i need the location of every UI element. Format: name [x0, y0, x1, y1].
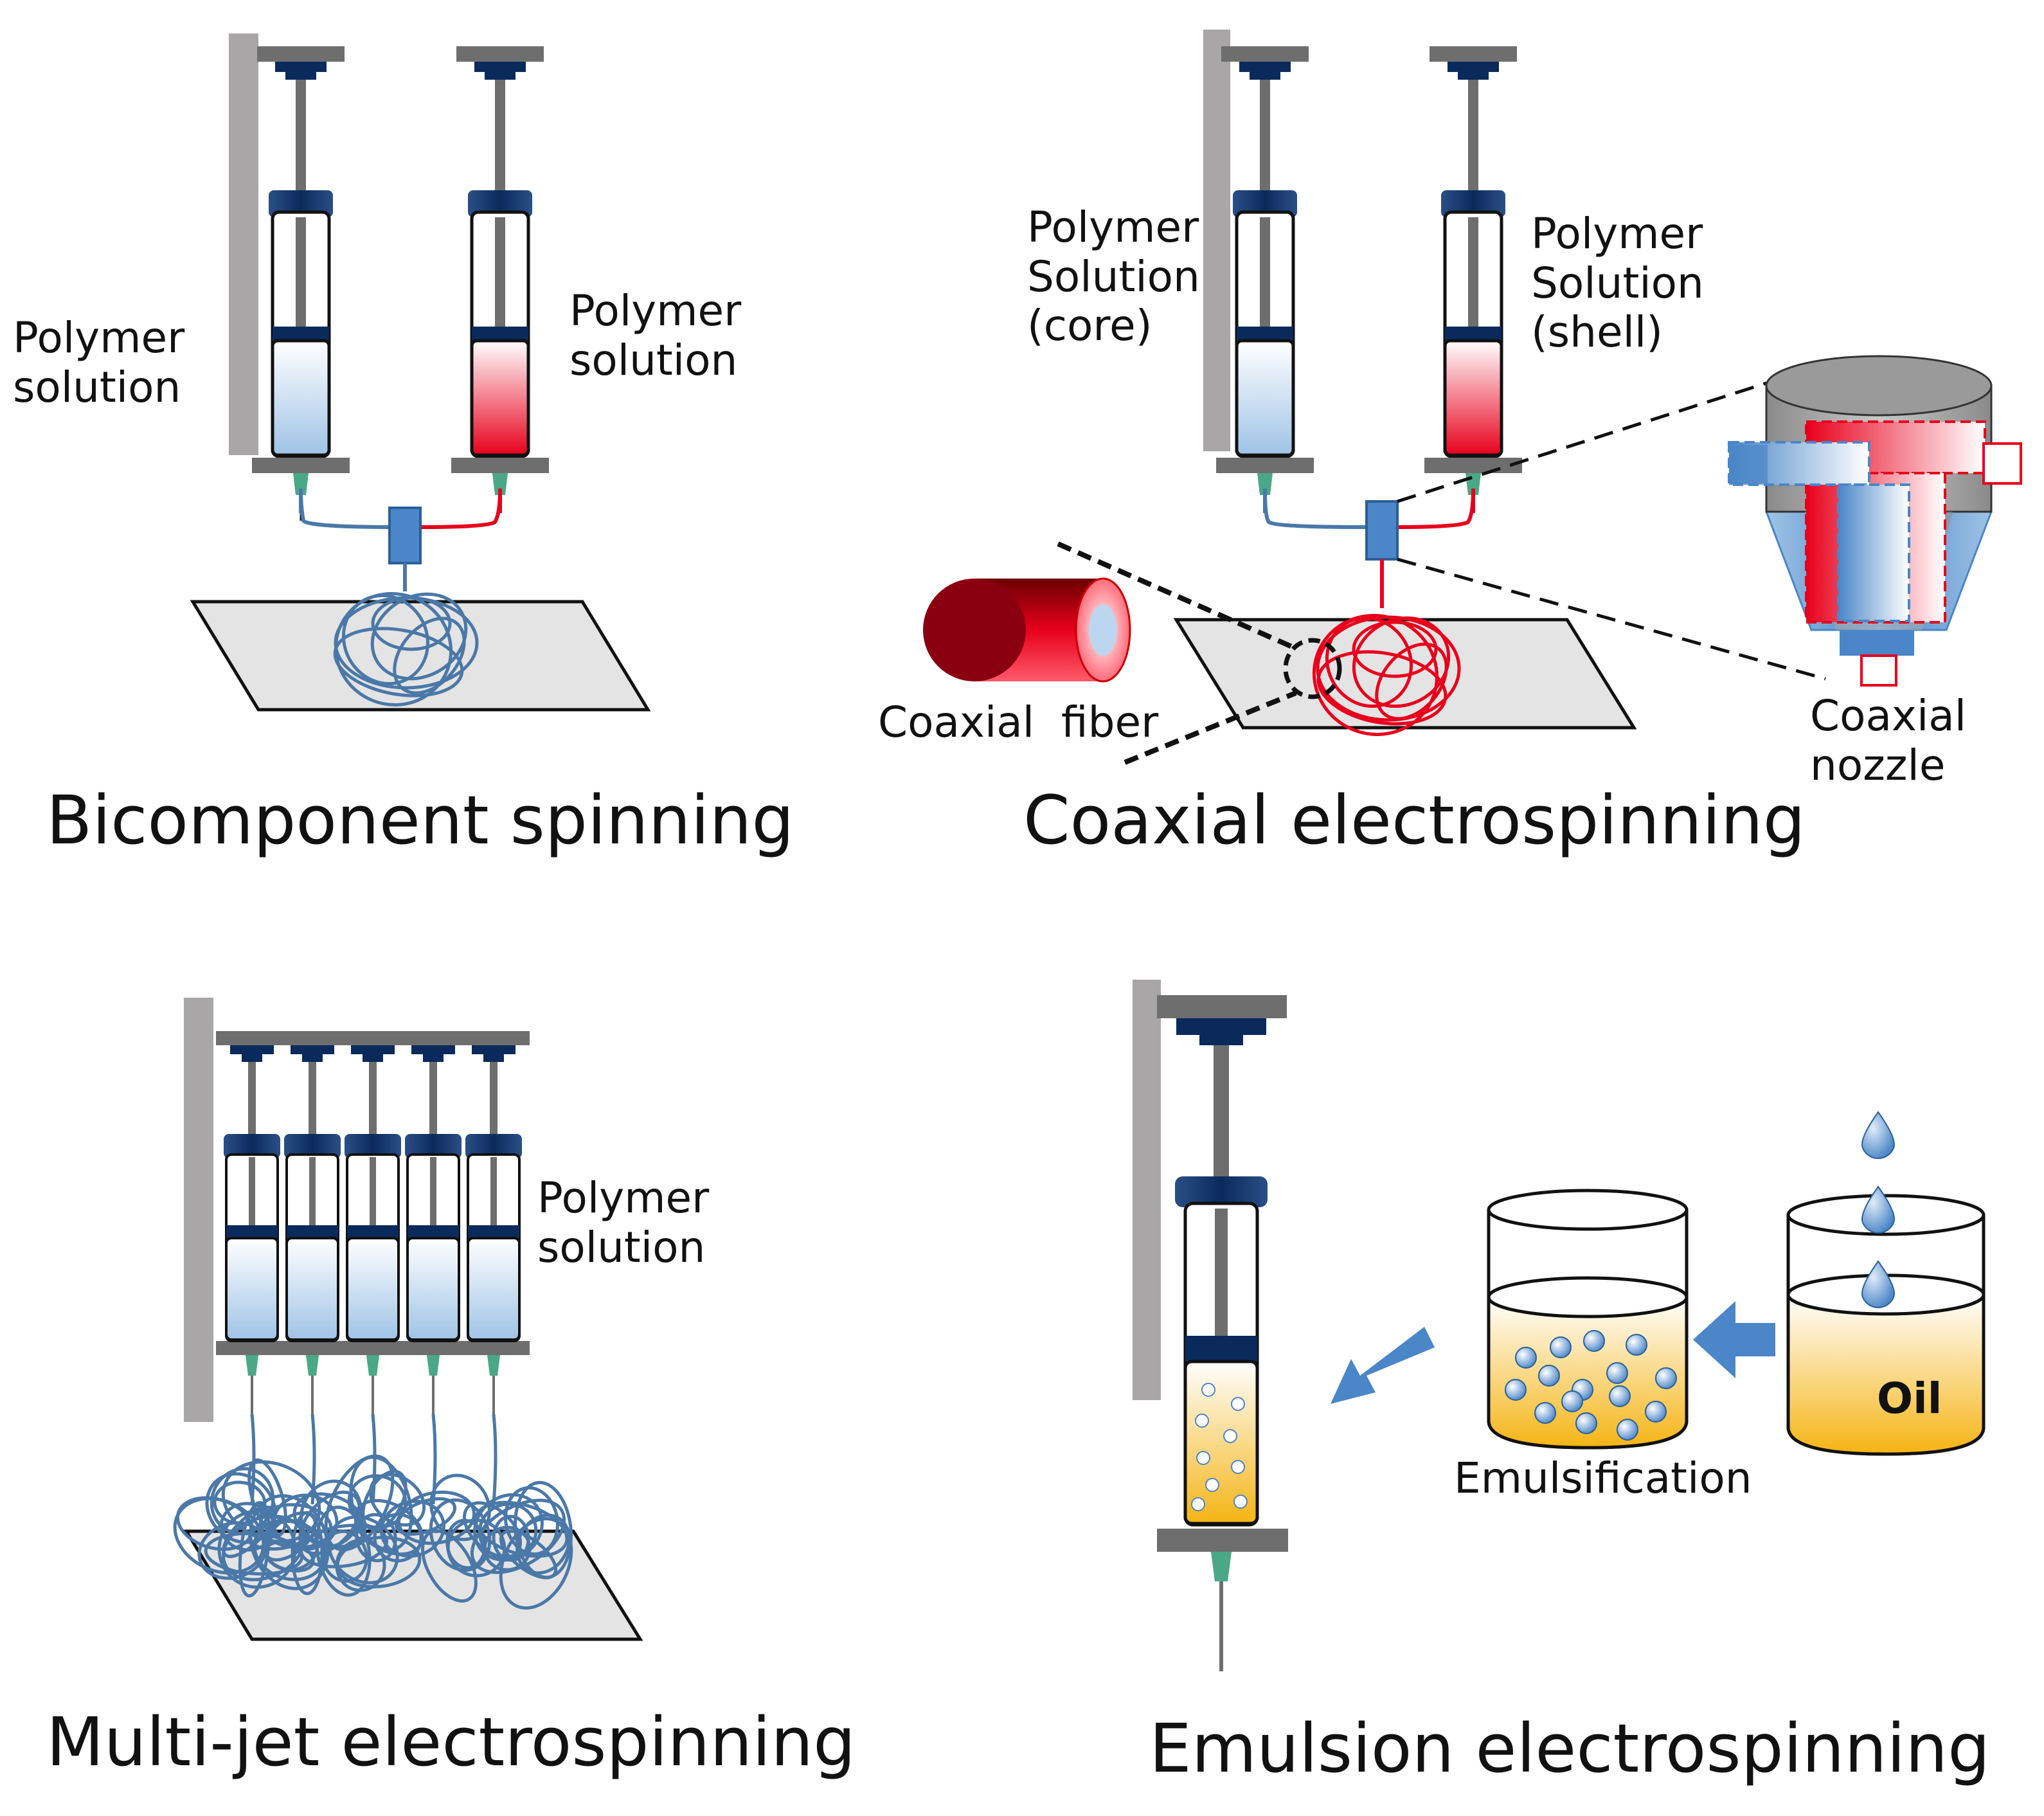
multijet-syringes	[224, 1045, 522, 1505]
coaxial-core-label: Polymer Solution (core)	[1027, 202, 1200, 351]
emulsion-panel	[1133, 980, 1986, 1671]
oil-droplets	[1861, 1111, 1895, 1308]
multijet-title: Multi-jet electrospinning	[46, 1703, 856, 1781]
multijet-label: Polymer solution	[537, 1173, 710, 1272]
coaxial-junction	[1365, 500, 1399, 561]
multijet-syringe	[405, 1045, 462, 1505]
coaxial-panel	[923, 30, 2022, 765]
bicomponent-title: Bicomponent spinning	[46, 781, 794, 859]
stand-pole	[184, 998, 213, 1422]
oil-label: Oil	[1877, 1374, 1942, 1423]
multijet-syringe	[224, 1045, 280, 1505]
fiber-mat-blue	[173, 1454, 573, 1610]
emulsion-title: Emulsion electrospinning	[1149, 1709, 1991, 1788]
multijet-syringe	[284, 1045, 341, 1505]
collector-plate	[1173, 618, 1637, 730]
coaxial-nozzle-cutaway	[1728, 355, 2022, 687]
multijet-syringe	[465, 1045, 522, 1505]
bicomponent-right-label: Polymer solution	[569, 286, 742, 385]
emulsification-label: Emulsification	[1454, 1453, 1752, 1503]
stand-pole	[1203, 30, 1230, 451]
bicomponent-left-label: Polymer solution	[13, 313, 185, 412]
zoom-circle	[1283, 638, 1342, 699]
coaxial-title: Coaxial electrospinning	[1023, 781, 1806, 859]
fiber-tangle-red	[1312, 614, 1461, 736]
junction-block	[388, 507, 422, 564]
syringe-red	[451, 46, 549, 513]
stand-pole	[229, 33, 258, 455]
coaxial-fiber-cylinder	[923, 577, 1131, 683]
stand-pole	[1133, 980, 1161, 1400]
multijet-panel	[173, 998, 643, 1641]
beaker-emulsion	[1487, 1189, 1689, 1450]
beaker-oil	[1786, 1194, 1986, 1456]
multijet-syringe	[345, 1045, 401, 1505]
syringe-core	[1216, 46, 1314, 513]
coaxial-fiber-label: Coaxial fiber	[878, 697, 1159, 747]
fiber-tangle-blue	[333, 592, 479, 706]
syringe-shell	[1424, 46, 1522, 513]
arrow-left-to-beaker	[1693, 1301, 1775, 1378]
arrow-left-to-syringe	[1331, 1327, 1435, 1404]
coaxial-shell-label: Polymer Solution (shell)	[1531, 209, 1704, 357]
bicomponent-panel	[190, 33, 651, 712]
coaxial-nozzle-label: Coaxial nozzle	[1810, 691, 1967, 790]
syringe-blue	[252, 46, 350, 513]
